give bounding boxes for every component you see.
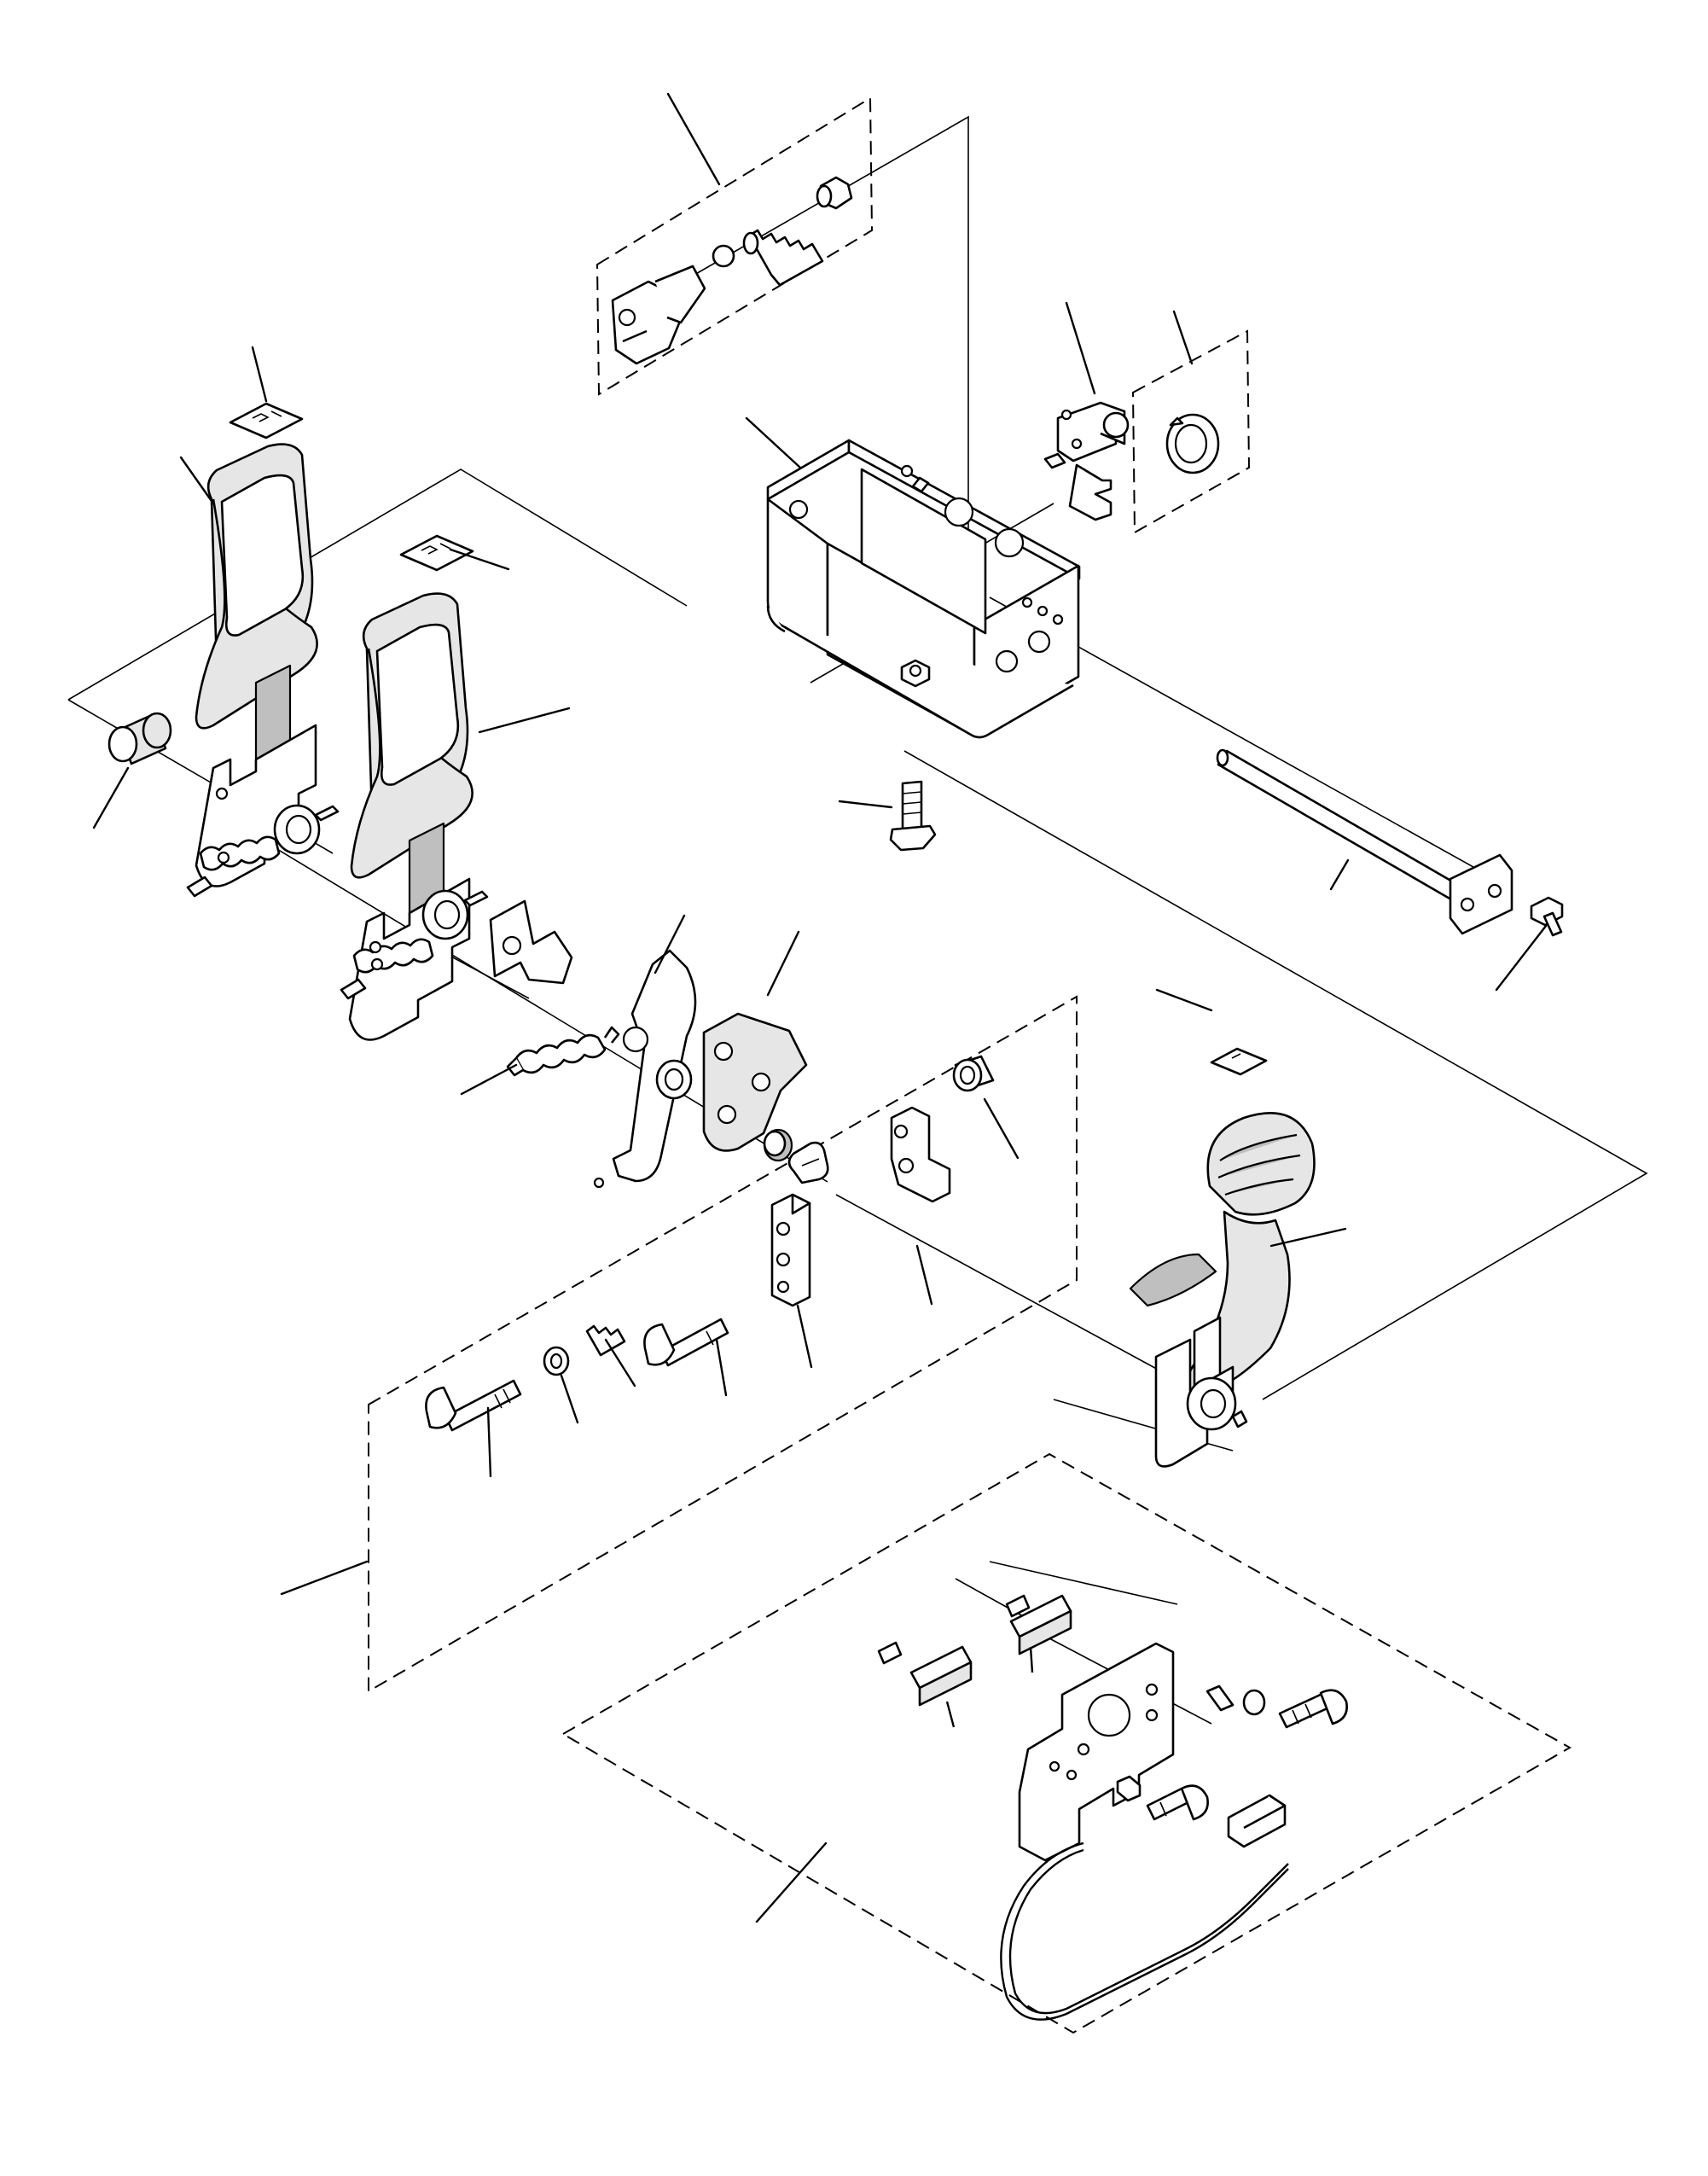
long-bolt [425, 1379, 522, 1432]
plate-screw-upper [1278, 1689, 1348, 1729]
bolt-kit [425, 1318, 729, 1432]
detent-plug [816, 176, 853, 210]
bracket-nut [900, 659, 931, 688]
micro-switch-lower [877, 1641, 973, 1728]
switch-plate-kit-box [561, 1452, 1572, 2034]
shaft-bolt [1530, 896, 1564, 937]
square-washer [787, 1141, 829, 1184]
plate-spacer [1205, 1684, 1235, 1712]
lever-grip-left [186, 443, 340, 898]
pin-assembly-kit [611, 176, 853, 365]
retainer-ring [1165, 413, 1220, 474]
guide-block [770, 1193, 811, 1307]
grip-label-right [399, 534, 474, 572]
bolt-kit-box [368, 995, 1078, 1693]
lever-bracket [766, 439, 1081, 739]
plate-washer [1242, 1689, 1266, 1716]
retainer-kit-box [1131, 329, 1251, 534]
spacer [952, 1055, 995, 1092]
pin-assembly-kit-box [595, 96, 874, 396]
collar [763, 1128, 793, 1162]
assembly-outline-lines [67, 115, 1648, 1725]
detent-ball [712, 244, 735, 268]
plate-screw-lower [1146, 1784, 1209, 1821]
wire-harness [1000, 1794, 1289, 2021]
lever-switch [1043, 401, 1130, 521]
kit-boundaries [368, 96, 1572, 2034]
ball-grip-label [1210, 1047, 1268, 1076]
leader-lines [92, 92, 1548, 1923]
tension-spring [506, 1026, 620, 1077]
detent-spring [742, 229, 824, 287]
interlock-plate [489, 899, 573, 985]
grip-label-left [229, 402, 304, 439]
cam-plate [593, 949, 697, 1189]
link-plate [702, 1012, 808, 1152]
switch-plate-assembly [877, 1594, 1348, 2021]
washer [655, 1059, 693, 1100]
mounting-bolt [889, 780, 937, 852]
plate-nut [1116, 1775, 1142, 1802]
lever-grip-right [340, 592, 489, 1041]
detent-housing [611, 265, 706, 365]
stopper-block [890, 1106, 951, 1203]
micro-switch-upper [1005, 1594, 1072, 1673]
ball-grip-lever [1129, 1111, 1316, 1468]
bushing [107, 712, 172, 765]
medium-bolt [643, 1318, 729, 1367]
pivot-shaft [1216, 748, 1513, 935]
